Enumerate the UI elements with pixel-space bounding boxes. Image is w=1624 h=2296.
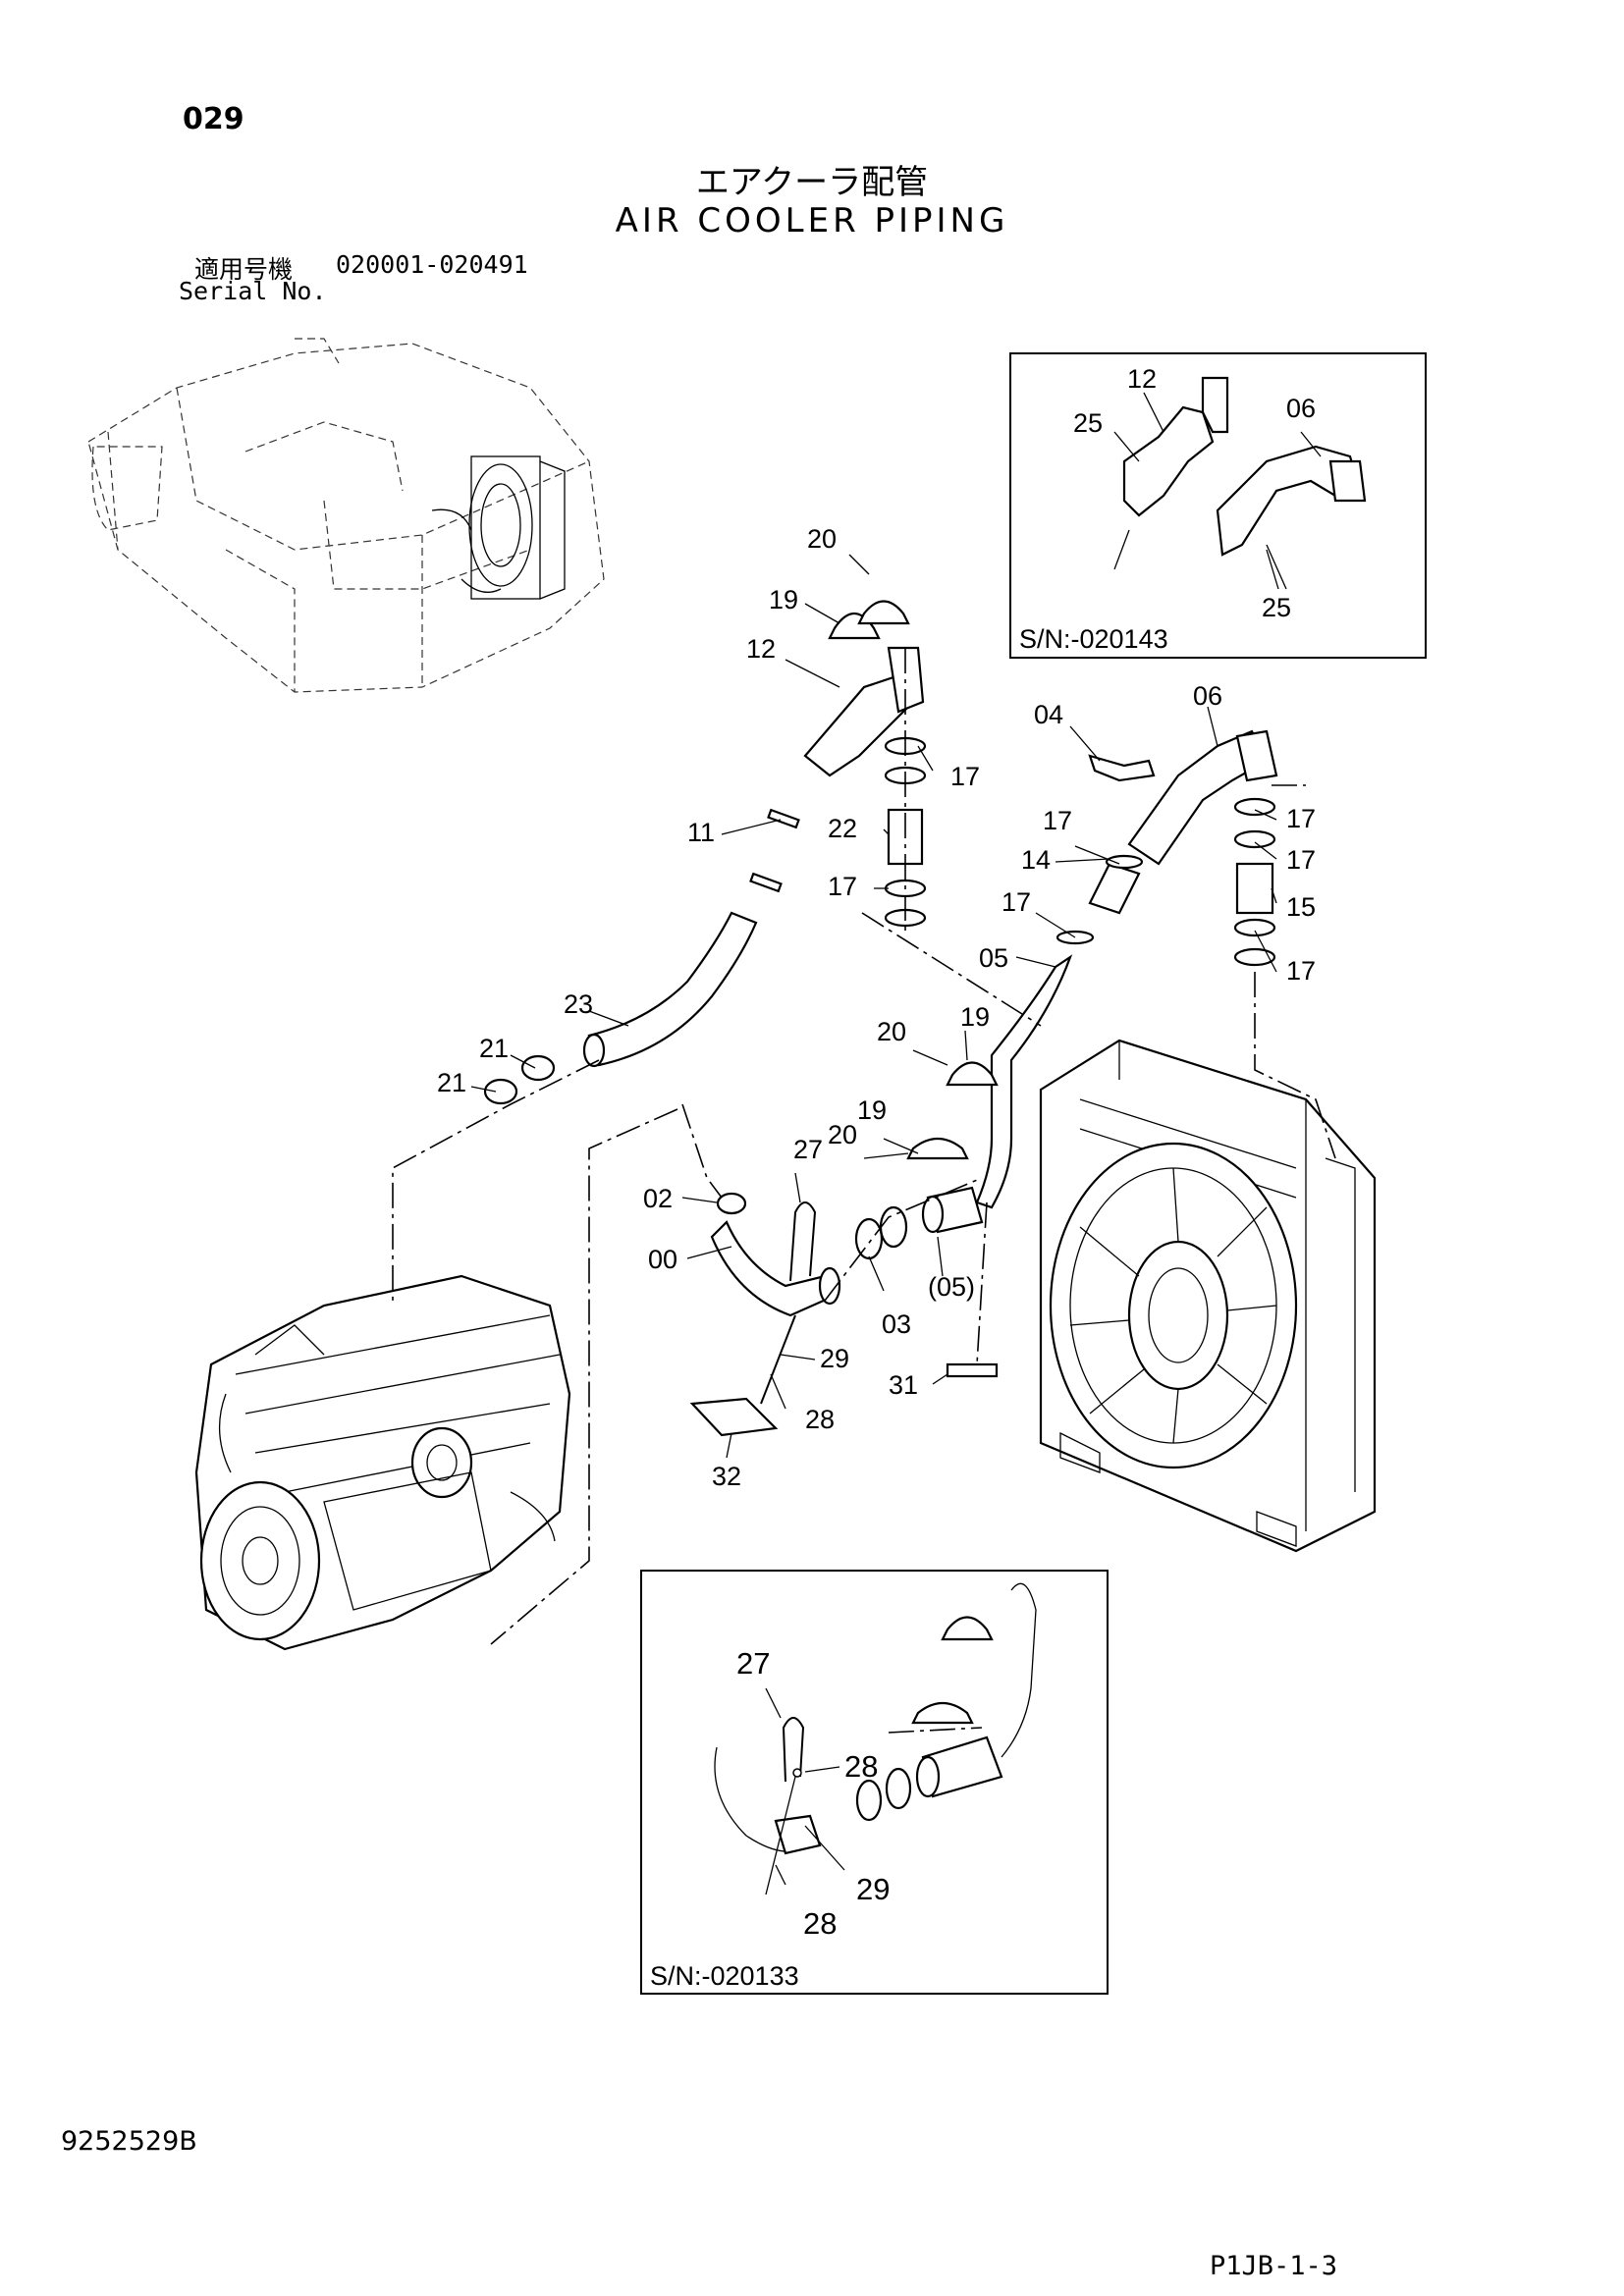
serial-label-english: Serial No. [179, 277, 327, 305]
callout-inset-top-12: 12 [1127, 364, 1157, 394]
callout-23: 23 [564, 989, 593, 1019]
serial-label-japanese: 適用号機 [194, 255, 294, 284]
callout-22: 22 [828, 814, 857, 843]
callout-32: 32 [712, 1462, 741, 1491]
callout-21a: 21 [479, 1034, 509, 1063]
callout-05: 05 [979, 943, 1008, 973]
callout-17c: 17 [1286, 804, 1316, 833]
callout-17b: 17 [828, 872, 857, 901]
callout-29: 29 [820, 1344, 849, 1373]
callout-inset-bottom-28a: 28 [844, 1749, 878, 1784]
callout-28: 28 [805, 1405, 835, 1434]
callout-20c: 20 [828, 1120, 857, 1149]
title-japanese: エアクーラ配管 [695, 163, 929, 202]
callout-27: 27 [793, 1135, 823, 1164]
callout-19b: 19 [960, 1002, 990, 1032]
callout-inset-top-25b: 25 [1262, 593, 1291, 622]
callout-00: 00 [648, 1245, 677, 1274]
callout-17d: 17 [1286, 845, 1316, 875]
callout-17e: 17 [1286, 956, 1316, 986]
callout-inset-bottom-27: 27 [736, 1646, 770, 1681]
sn-label-bottom: S/N:-020133 [650, 1961, 799, 1991]
centerlines [392, 648, 1336, 1645]
callout-14: 14 [1021, 845, 1051, 875]
callout-20b: 20 [877, 1017, 906, 1046]
callout-inset-bottom-28b: 28 [803, 1906, 837, 1941]
callout-20a: 20 [807, 524, 837, 554]
callout-12: 12 [746, 634, 776, 664]
callout-04: 04 [1034, 700, 1063, 729]
callout-17f: 17 [1043, 806, 1072, 835]
inset-box-bottom: 27 28 29 28 S/N:-020133 [640, 1570, 1109, 1995]
callout-15: 15 [1286, 892, 1316, 922]
callout-inset-top-25a: 25 [1073, 408, 1103, 438]
callout-19c: 19 [857, 1095, 887, 1125]
leader-lines [470, 554, 1277, 1459]
callout-inset-top-06: 06 [1286, 394, 1316, 423]
callout-17g: 17 [1001, 887, 1031, 917]
title-english: AIR COOLER PIPING [615, 201, 1009, 240]
callout-inset-bottom-29: 29 [856, 1872, 890, 1906]
document-id: 9252529B [61, 2126, 197, 2157]
callout-03: 03 [882, 1309, 911, 1339]
radiator-fan-drawing [1039, 1039, 1377, 1553]
callout-31: 31 [889, 1370, 918, 1400]
engine-drawing [194, 1274, 571, 1651]
callouts: 20 19 12 17 22 11 17 23 21 21 04 06 17 1… [437, 524, 1316, 1491]
serial-range: 020001-020491 [336, 250, 528, 279]
callout-11: 11 [687, 818, 715, 847]
callout-19a: 19 [769, 585, 798, 614]
inset-box-top: 12 25 06 25 S/N:-020143 [1009, 352, 1427, 659]
machine-overview-drawing [87, 338, 605, 693]
callout-02: 02 [643, 1184, 673, 1213]
callout-06: 06 [1193, 681, 1222, 711]
sn-label-top: S/N:-020143 [1019, 624, 1168, 654]
callout-17a: 17 [950, 762, 980, 791]
callout-05-paren: (05) [928, 1272, 975, 1302]
page-number: 029 [183, 102, 244, 136]
page-reference: P1JB-1-3 [1210, 2251, 1338, 2281]
callout-21b: 21 [437, 1068, 466, 1097]
